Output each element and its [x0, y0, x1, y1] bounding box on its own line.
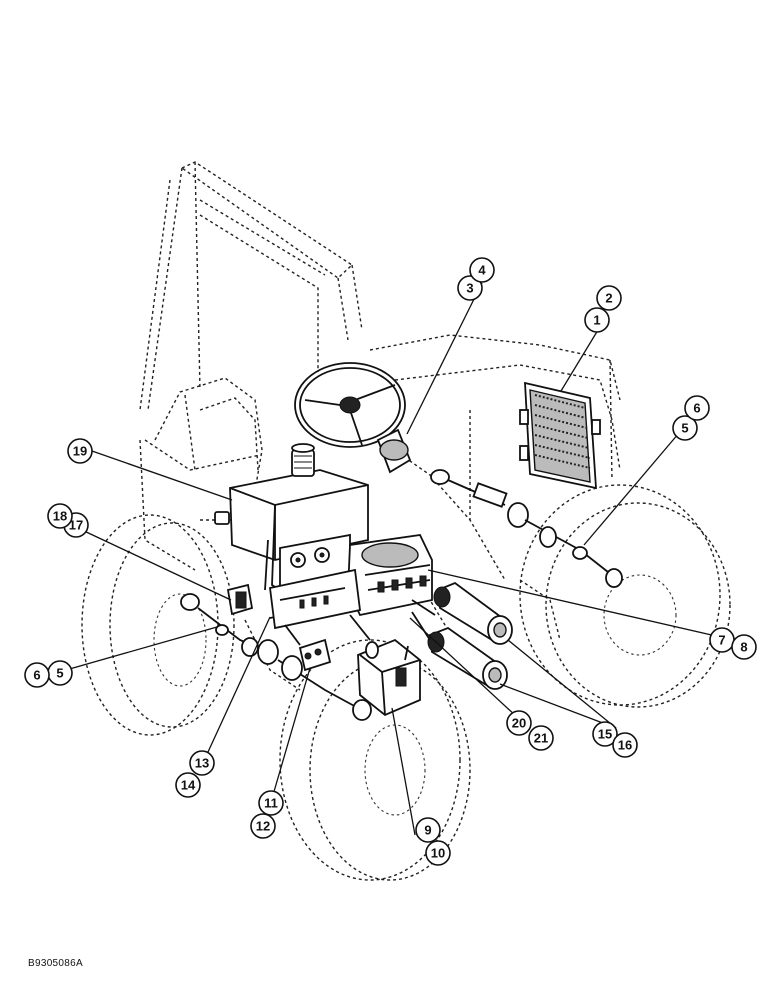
callout-6-left: 6 [24, 662, 50, 688]
drive-motor-lower [427, 626, 508, 690]
callout-4: 4 [469, 257, 495, 283]
callout-6-right: 6 [684, 395, 710, 421]
callout-11: 11 [258, 790, 284, 816]
callout-15: 15 [592, 721, 618, 747]
callout-16: 16 [612, 732, 638, 758]
drive-motor-upper [433, 581, 513, 645]
hydraulic-hoses [284, 599, 436, 646]
callout-5-left: 5 [47, 660, 73, 686]
svg-text:17: 17 [69, 518, 83, 533]
svg-text:1: 1 [593, 313, 600, 328]
svg-text:15: 15 [598, 727, 612, 742]
svg-text:13: 13 [195, 756, 209, 771]
svg-text:19: 19 [73, 444, 87, 459]
machine-phantom-outline [81, 161, 731, 881]
svg-text:21: 21 [534, 731, 548, 746]
callout-19: 19 [67, 438, 93, 464]
callout-21: 21 [528, 725, 554, 751]
callout-5-right: 5 [672, 415, 698, 441]
svg-text:16: 16 [618, 738, 632, 753]
callout-10: 10 [425, 840, 451, 866]
hose-fittings [298, 638, 332, 672]
svg-text:4: 4 [478, 263, 486, 278]
callout-14: 14 [175, 772, 201, 798]
svg-text:10: 10 [431, 846, 445, 861]
svg-text:18: 18 [53, 509, 67, 524]
steering-wheel [294, 362, 406, 448]
callout-12: 12 [250, 813, 276, 839]
hydraulic-pump [357, 638, 421, 717]
callout-13: 13 [189, 750, 215, 776]
svg-text:3: 3 [466, 281, 473, 296]
svg-text:5: 5 [681, 421, 688, 436]
steering-cylinder-right [430, 469, 623, 588]
svg-text:20: 20 [512, 716, 526, 731]
filter-block [226, 583, 254, 616]
svg-text:6: 6 [693, 401, 700, 416]
callout-2: 2 [596, 285, 622, 311]
callout-7: 7 [709, 627, 735, 653]
svg-text:2: 2 [605, 291, 612, 306]
oil-cooler [519, 381, 601, 490]
callout-18: 18 [47, 503, 73, 529]
svg-text:6: 6 [33, 668, 40, 683]
svg-text:8: 8 [740, 640, 747, 655]
switch-block [269, 568, 361, 630]
svg-text:5: 5 [56, 666, 63, 681]
callout-3: 3 [457, 275, 483, 301]
leader-lines [65, 282, 717, 836]
steering-cylinder-left [180, 593, 372, 721]
drawing-code: B9305086A [28, 958, 83, 969]
svg-text:11: 11 [264, 796, 278, 811]
callout-8: 8 [731, 634, 757, 660]
steering-valve [376, 428, 412, 474]
svg-text:9: 9 [424, 823, 431, 838]
callout-20: 20 [506, 710, 532, 736]
callout-9: 9 [415, 817, 441, 843]
svg-text:12: 12 [256, 819, 270, 834]
svg-text:14: 14 [181, 778, 196, 793]
callout-1: 1 [584, 307, 610, 333]
svg-text:7: 7 [718, 633, 725, 648]
